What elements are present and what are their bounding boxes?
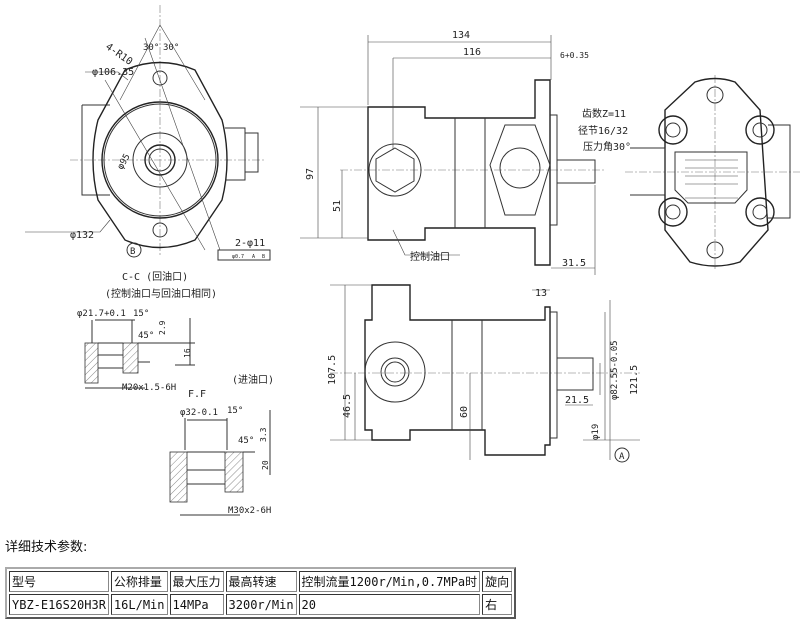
cc-title: C-C (回油口): [122, 270, 188, 283]
front-dim-d95: φ95: [116, 152, 133, 171]
cc-depth: 2.9: [158, 320, 167, 335]
ff-port-label: (进油口): [232, 373, 274, 386]
ff-depth: 3.3: [259, 427, 268, 442]
cell-rotation: 右: [482, 594, 513, 615]
cc-angle: 15°: [133, 309, 149, 319]
tol-ref-b: B: [262, 254, 265, 260]
front-holes: 2-φ11: [235, 238, 265, 249]
control-port-label: 控制油口: [410, 250, 450, 263]
table-header-row: 型号 公称排量 最大压力 最高转速 控制流量1200r/Min,0.7MPa时 …: [9, 571, 513, 592]
dim-51: 51: [332, 200, 343, 212]
rear-view: [625, 75, 800, 270]
teeth-note: 齿数Z=11: [582, 107, 626, 120]
ff-angle2: 45°: [238, 436, 254, 446]
ff-title: F.F: [188, 389, 206, 400]
section-ff: (进油口) F.F φ32-0.1 15° 45° 3.3 20 M30x2-6…: [169, 373, 274, 516]
cell-displacement: 16L/Min: [110, 594, 168, 615]
ff-angle: 15°: [227, 406, 243, 416]
bottom-view: 13 107.5 46.5 60 21.5 φ19 φ82.55-0.05 12…: [327, 284, 640, 463]
specs-table: 型号 公称排量 最大压力 最高转速 控制流量1200r/Min,0.7MPa时 …: [5, 567, 517, 619]
specs-heading: 详细技术参数:: [5, 540, 88, 555]
dim-46-5: 46.5: [342, 394, 353, 418]
cell-control-flow: 20: [298, 594, 481, 615]
dim-d19: φ19: [591, 424, 601, 440]
dim-134: 134: [452, 30, 470, 41]
cc-thread: M20x1.5-6H: [122, 383, 176, 393]
header-max-speed: 最高转速: [225, 571, 297, 592]
front-dim-d106: φ106.35: [92, 67, 134, 78]
ff-dia: φ32-0.1: [180, 408, 218, 418]
ff-height: 20: [261, 460, 270, 470]
cc-note: (控制油口与回油口相同): [105, 287, 217, 300]
cc-height: 16: [183, 348, 192, 358]
table-row: YBZ-E16S20H3R 16L/Min 14MPa 3200r/Min 20…: [9, 594, 513, 615]
pitch-note: 径节16/32: [578, 124, 628, 137]
bolt-heads: [658, 115, 775, 227]
dim-d82: φ82.55-0.05: [610, 340, 620, 400]
nameplate: [674, 151, 748, 204]
dim-13: 13: [535, 288, 547, 299]
cell-model: YBZ-E16S20H3R: [9, 594, 109, 615]
dim-31-5: 31.5: [562, 258, 586, 269]
cell-max-pressure: 14MPa: [169, 594, 224, 615]
front-dim-r10: 4-R10: [103, 41, 134, 67]
front-angle-1: 30°: [143, 43, 159, 53]
dim-60: 60: [459, 406, 470, 418]
side-view: 134 116 6+0.35 97 51 31.5 齿数Z=11 径节16/32…: [300, 30, 631, 275]
front-angle-2: 30°: [163, 43, 179, 53]
dim-21-5: 21.5: [565, 395, 589, 406]
section-cc: C-C (回油口) (控制油口与回油口相同) φ21.7+0.1 15° 45°…: [77, 270, 217, 393]
cell-max-speed: 3200r/Min: [225, 594, 297, 615]
dim-6: 6+0.35: [560, 51, 589, 60]
front-view: φ106.35 4-R10 30° 30° φ95 φ132 B 2-φ11 φ…: [25, 5, 271, 261]
header-control-flow: 控制流量1200r/Min,0.7MPa时: [298, 571, 481, 592]
header-displacement: 公称排量: [110, 571, 168, 592]
front-dim-d132: φ132: [70, 230, 94, 241]
datum-a: A: [619, 452, 625, 462]
header-max-pressure: 最大压力: [169, 571, 224, 592]
dim-107-5: 107.5: [327, 355, 338, 385]
dim-121-5: 121.5: [629, 365, 640, 395]
dim-116: 116: [463, 47, 481, 58]
cc-angle2: 45°: [138, 331, 154, 341]
dim-97: 97: [305, 168, 316, 180]
header-model: 型号: [9, 571, 109, 592]
ff-thread: M30x2-6H: [228, 506, 271, 516]
header-rotation: 旋向: [482, 571, 513, 592]
angle-note: 压力角30°: [583, 140, 631, 153]
tol-value: φ0.7: [232, 254, 244, 260]
datum-b: B: [130, 247, 135, 257]
cc-dia: φ21.7+0.1: [77, 309, 126, 319]
pump-technical-drawing: φ106.35 4-R10 30° 30° φ95 φ132 B 2-φ11 φ…: [25, 5, 800, 516]
tol-ref-a: A: [252, 254, 255, 260]
